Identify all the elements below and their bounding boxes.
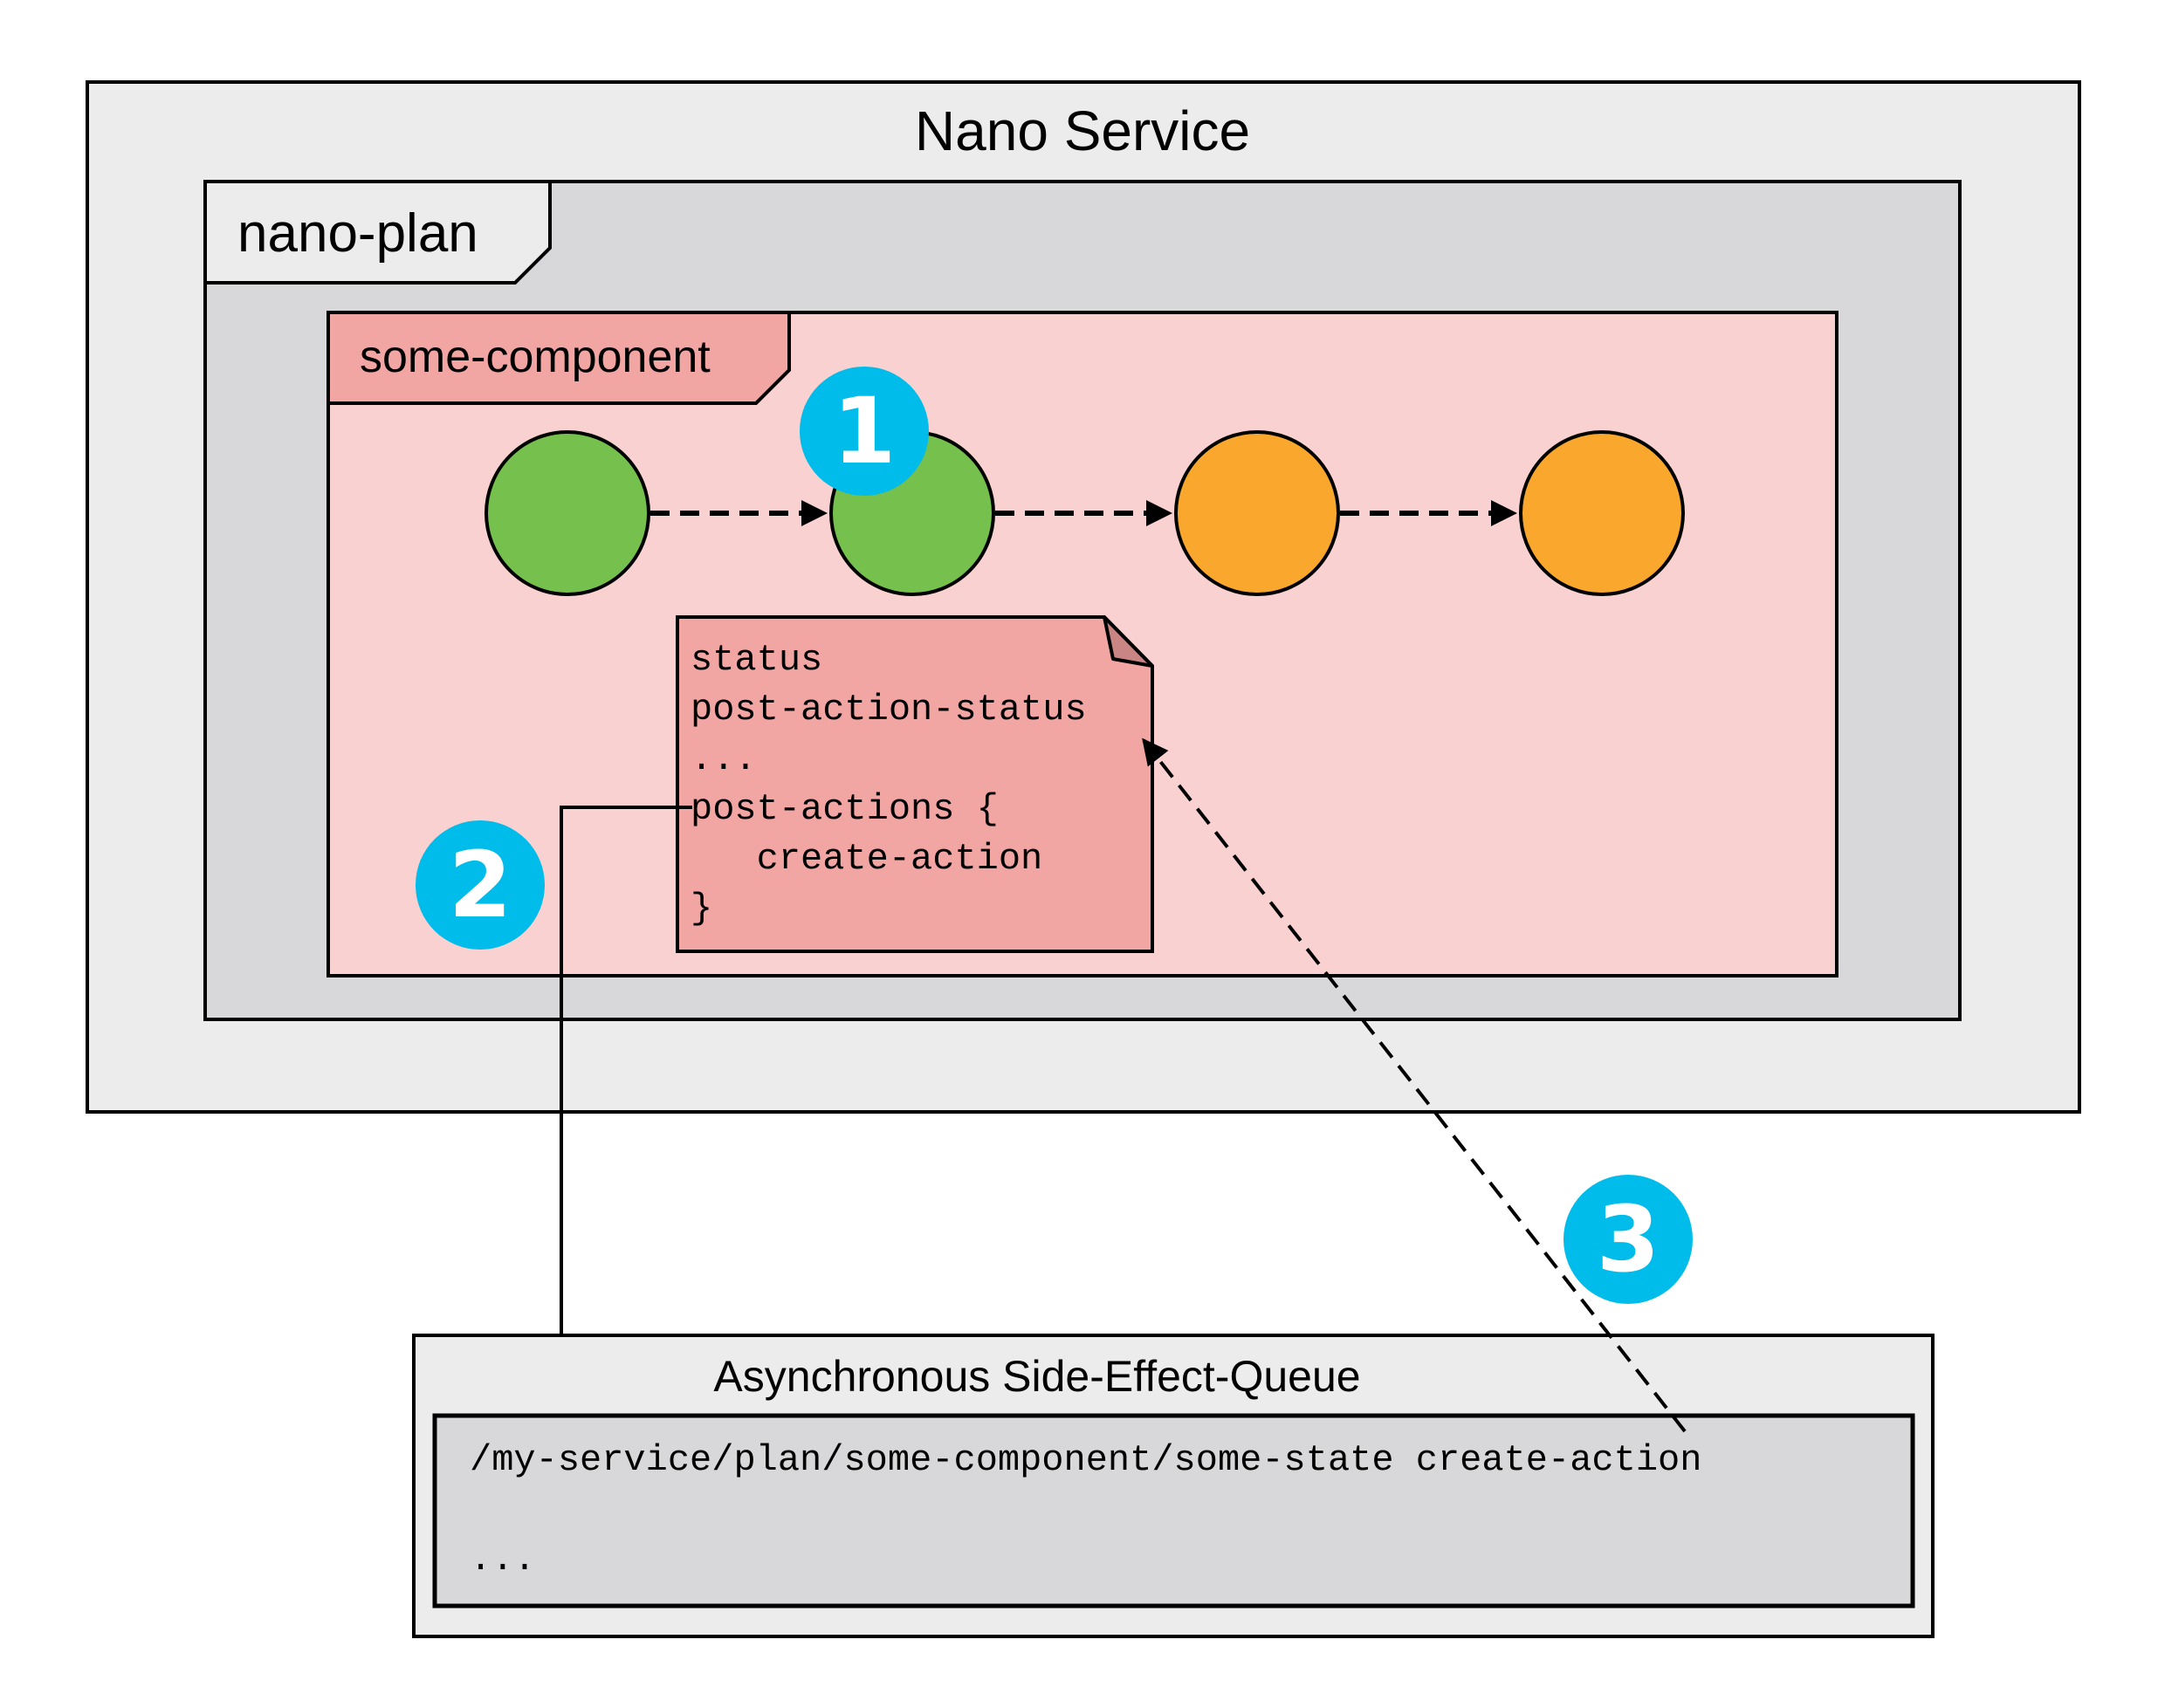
queue-inner-box	[432, 1413, 1915, 1609]
note-line-close-brace: }	[691, 888, 712, 929]
badge-2: 2	[416, 820, 545, 950]
badge-1: 1	[800, 367, 929, 496]
nano-plan-tab	[203, 180, 552, 285]
note-line-status: status	[691, 639, 822, 681]
badge-3-number: 3	[1597, 1186, 1660, 1293]
badge-1-circle	[800, 367, 929, 496]
states	[485, 430, 1685, 596]
note-line-post-action-status: post-action-status	[691, 689, 1087, 731]
badge-2-number: 2	[449, 832, 512, 938]
component-tab	[326, 311, 791, 405]
note-line-create-action: create-action	[691, 838, 1042, 880]
badge-2-circle	[416, 820, 545, 950]
badge-1-number: 1	[833, 378, 896, 484]
queue-entry-1: /my-service/plan/some-component/some-sta…	[470, 1439, 1701, 1481]
badges: 1 2 3	[416, 367, 1693, 1304]
component-label: some-component	[360, 332, 711, 382]
post-action-arrow	[548, 806, 692, 1425]
side-effect-queue: Asynchronous Side-Effect-Queue /my-servi…	[412, 1334, 1935, 1638]
badge-3: 3	[1564, 1175, 1693, 1304]
post-action-connector	[548, 806, 692, 1425]
state-circle-3	[1174, 430, 1340, 596]
state-circle-1	[485, 430, 650, 596]
nano-plan-label: nano-plan	[237, 203, 478, 264]
status-note: status post-action-status ... post-actio…	[676, 615, 1154, 953]
note-line-post-actions: post-actions {	[691, 788, 999, 830]
nano-service-title: Nano Service	[915, 99, 1250, 162]
state-circle-4	[1519, 430, 1685, 596]
badge-3-circle	[1564, 1175, 1693, 1304]
queue-entry-2: ...	[470, 1539, 536, 1581]
status-note-fold	[1103, 615, 1154, 668]
status-note-body	[676, 615, 1154, 953]
queue-title: Asynchronous Side-Effect-Queue	[713, 1352, 1360, 1401]
note-line-ellipsis: ...	[691, 738, 757, 780]
